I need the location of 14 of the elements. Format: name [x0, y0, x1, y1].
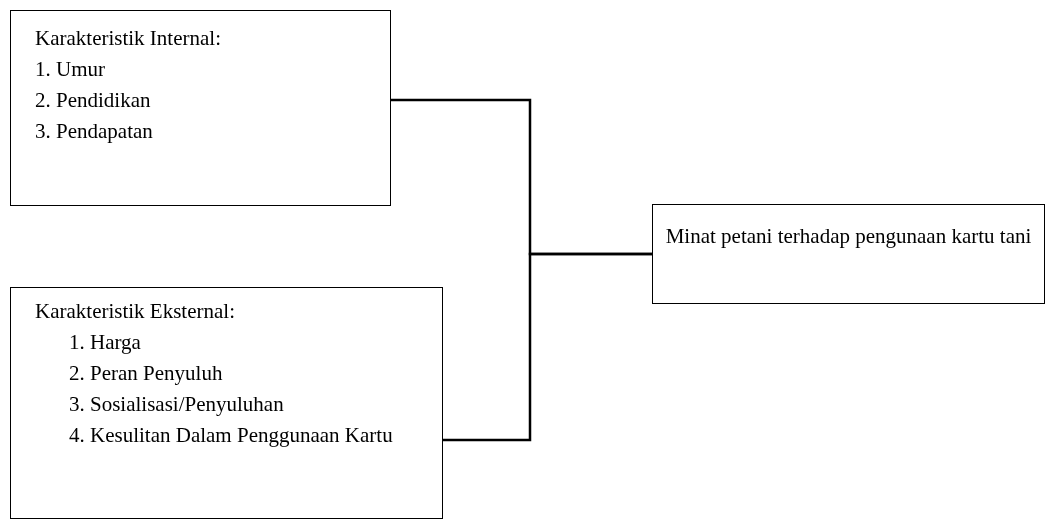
box-heading: Karakteristik Eksternal:	[35, 298, 236, 325]
list-item: 1. Harga	[68, 329, 142, 356]
list-item: 3. Pendapatan	[35, 118, 154, 145]
box-text: Minat petani terhadap pengunaan kartu tani	[664, 223, 1033, 250]
text-box	[10, 287, 443, 519]
list-item: 1. Umur	[35, 56, 106, 83]
text-box	[652, 204, 1045, 304]
box-heading: Karakteristik Internal:	[35, 25, 222, 52]
list-item: 3. Sosialisasi/Penyuluhan	[68, 391, 285, 418]
text-box	[10, 10, 391, 206]
list-item: 4. Kesulitan Dalam Penggunaan Kartu	[68, 422, 394, 449]
list-item: 2. Pendidikan	[35, 87, 152, 114]
list-item: 2. Peran Penyuluh	[68, 360, 224, 387]
connector-line	[443, 252, 652, 442]
